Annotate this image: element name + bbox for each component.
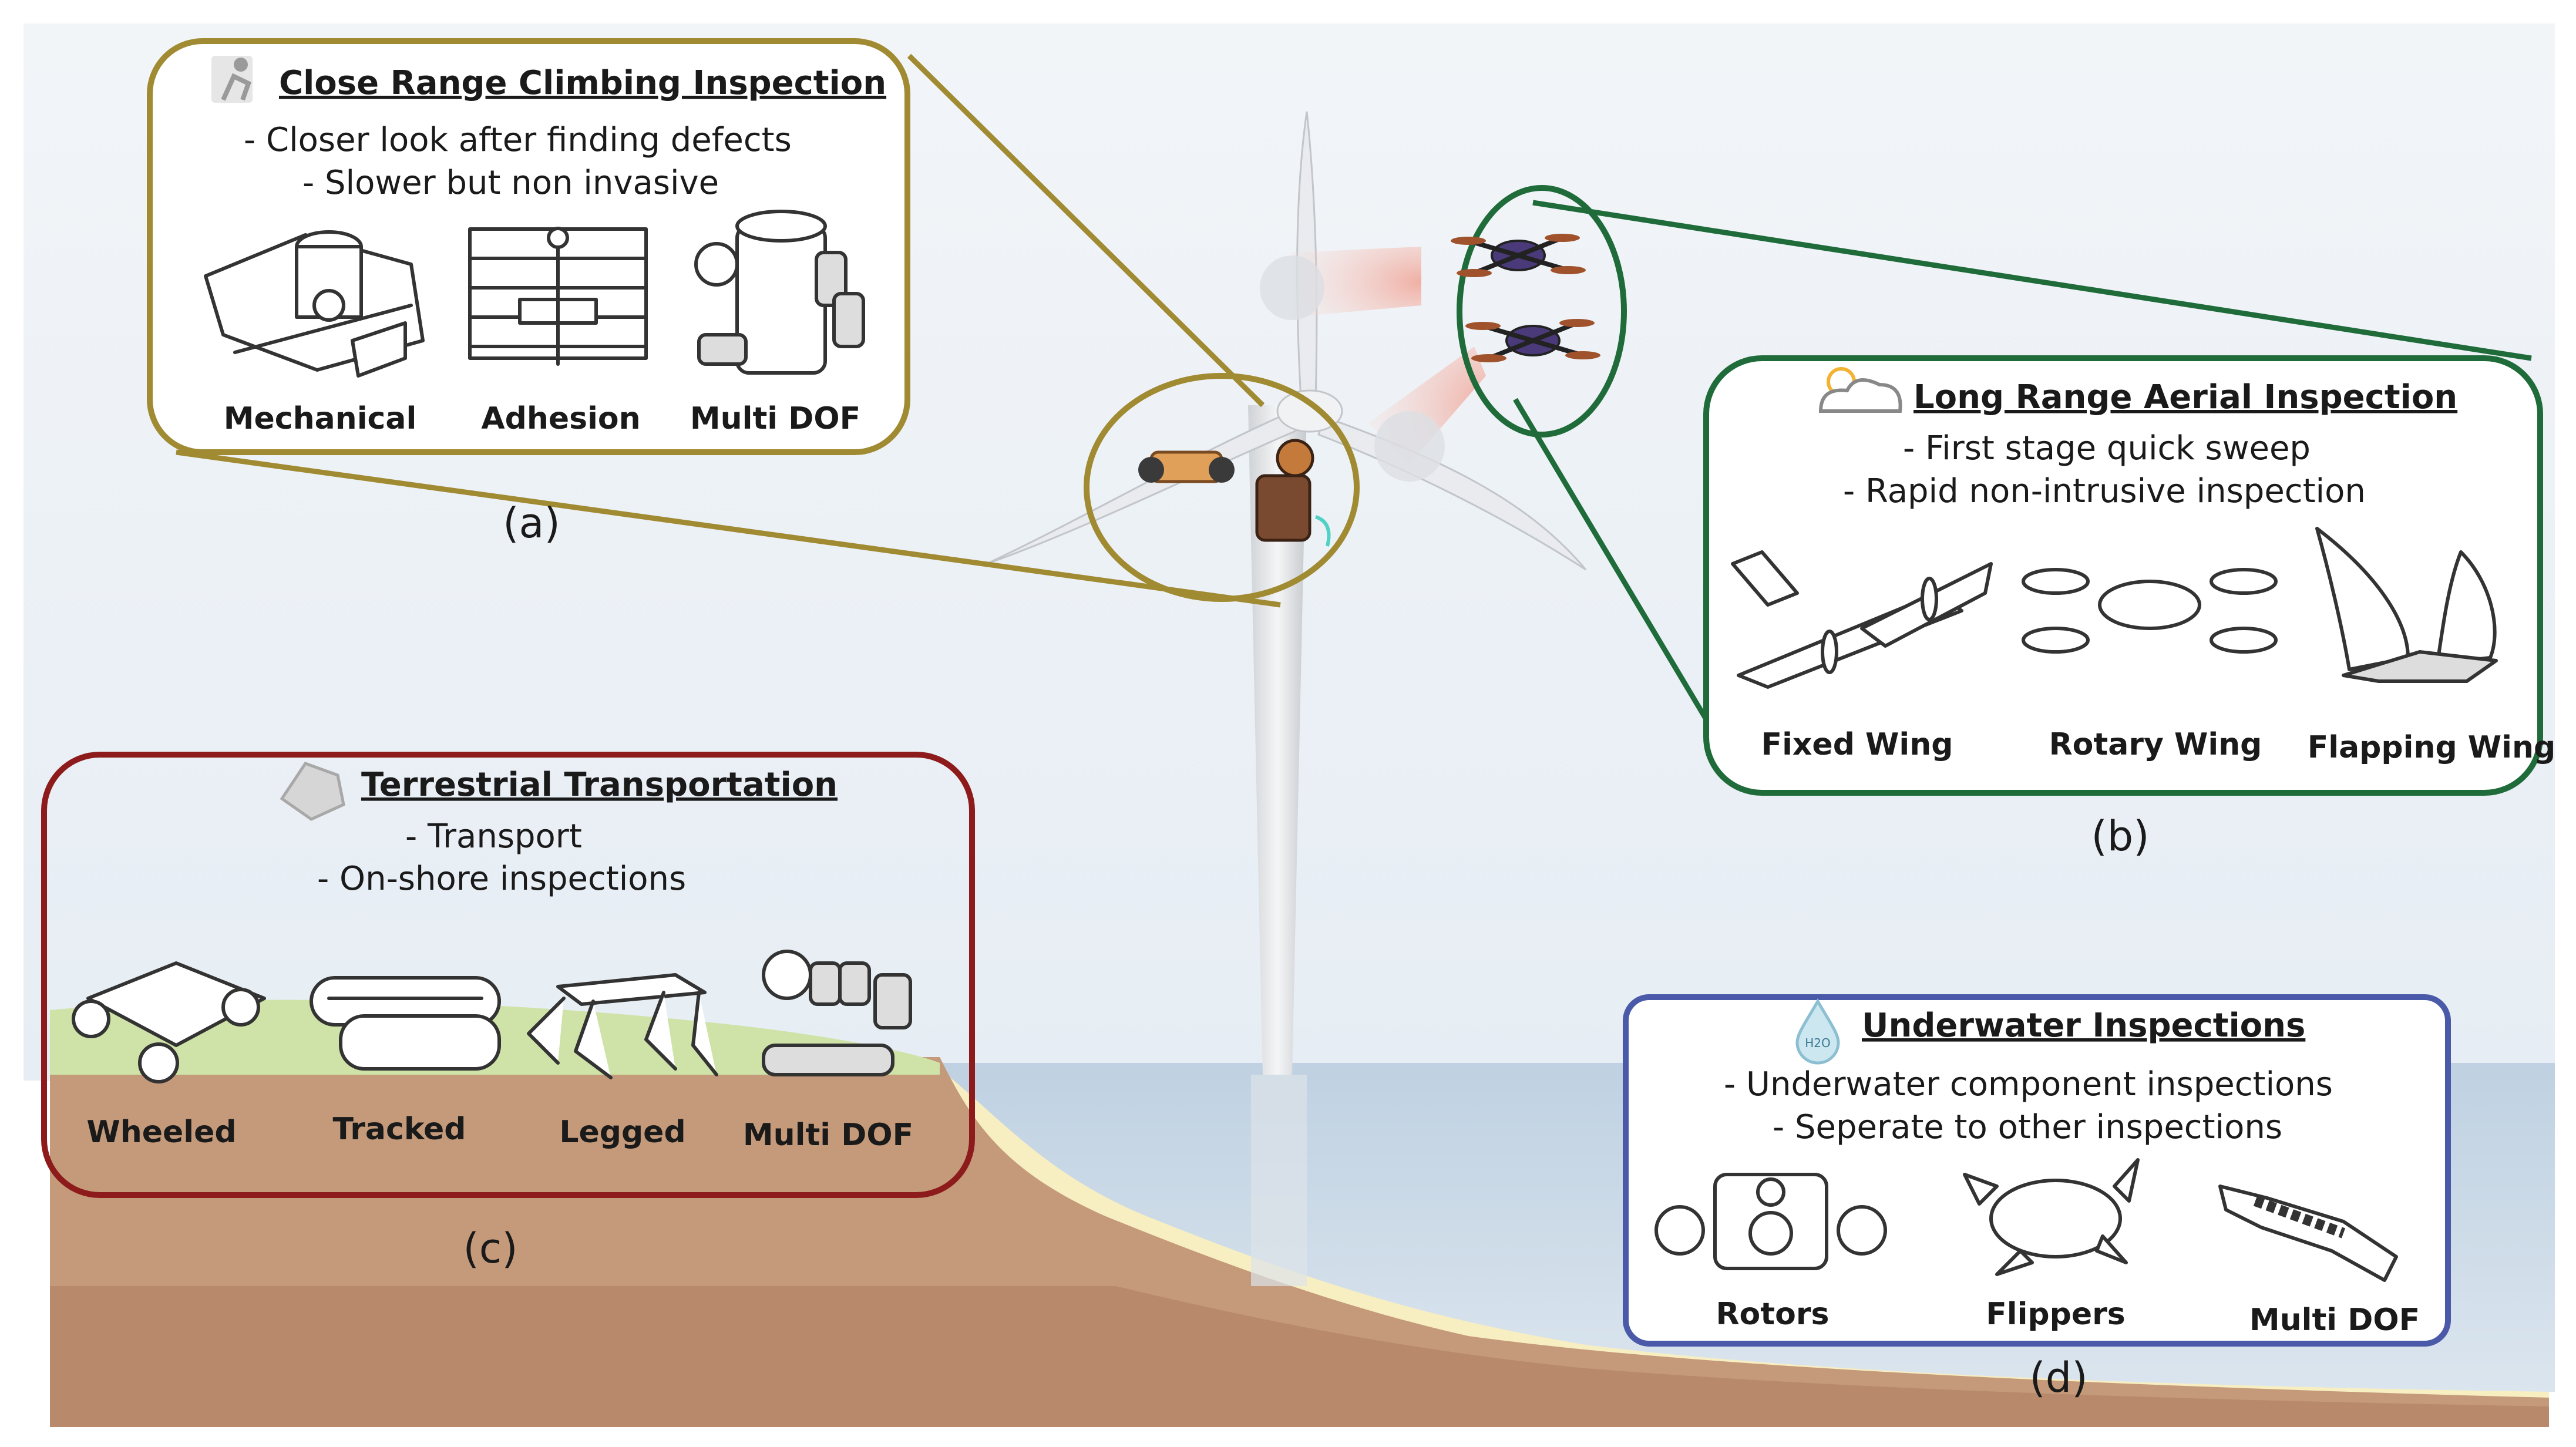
panel-aerial-title: Long Range Aerial Inspection xyxy=(1913,378,2457,416)
connector-a-bottom xyxy=(176,449,1281,608)
terrestrial-item-wheeled: Wheeled xyxy=(86,1115,236,1150)
wind-turbine xyxy=(986,111,1587,1286)
drone-beam-upper xyxy=(1292,247,1421,317)
flapping-wing-sketch xyxy=(2315,527,2498,683)
panel-aerial-frame xyxy=(1703,355,2543,796)
turbine-tower xyxy=(1248,405,1307,1075)
drone-upper xyxy=(1451,234,1586,277)
panel-underwater-frame xyxy=(1623,994,2451,1347)
panel-terrestrial-title: Terrestrial Transportation xyxy=(361,766,838,804)
multi-dof-climber-sketch xyxy=(694,210,865,375)
connector-a-top xyxy=(907,53,1265,408)
turbine-tower-base xyxy=(1251,1075,1307,1286)
water-drop-h2o-icon: H2O xyxy=(1795,998,1840,1065)
panel-underwater-bullet-1: - Underwater component inspections xyxy=(1724,1065,2333,1103)
aerial-item-rotary-wing: Rotary Wing xyxy=(2049,727,2262,762)
underwater-item-multi-dof: Multi DOF xyxy=(2249,1303,2420,1338)
close-range-item-mechanical: Mechanical xyxy=(224,401,417,436)
panel-close-range-title: Close Range Climbing Inspection xyxy=(279,64,886,102)
panel-close-range: Close Range Climbing Inspection - Closer… xyxy=(147,38,910,547)
panel-aerial-tag: (b) xyxy=(2091,812,2149,860)
close-range-item-multi-dof: Multi DOF xyxy=(690,401,860,436)
turbine-nacelle xyxy=(1276,389,1343,433)
rotary-wing-sketch xyxy=(2022,568,2278,654)
panel-close-range-bullet-1: - Closer look after finding defects xyxy=(244,121,792,159)
mechanical-climber-sketch xyxy=(204,230,425,378)
connector-b-bottom xyxy=(1513,398,1717,736)
underwater-item-flippers: Flippers xyxy=(1986,1297,2125,1332)
panel-terrestrial-bullet-1: - Transport xyxy=(405,817,582,856)
terrestrial-item-tracked: Tracked xyxy=(333,1112,466,1147)
multi-dof-underwater-robot-sketch xyxy=(2218,1184,2398,1282)
aerial-item-fixed-wing: Fixed Wing xyxy=(1761,727,1953,762)
aerial-item-flapping-wing: Flapping Wing xyxy=(2308,730,2555,765)
h2o-label: H2O xyxy=(1805,1036,1831,1050)
climbing-person-icon xyxy=(211,56,253,103)
panel-underwater-title: Underwater Inspections xyxy=(1862,1007,2305,1045)
panel-terrestrial-frame xyxy=(41,752,975,1198)
panel-aerial-bullet-1: - First stage quick sweep xyxy=(1903,429,2311,467)
close-range-item-adhesion: Adhesion xyxy=(481,401,640,436)
panel-close-range-bullet-2: - Slower but non invasive xyxy=(302,164,719,202)
legged-robot-sketch xyxy=(527,973,718,1079)
panel-terrestrial-bullet-2: - On-shore inspections xyxy=(317,860,686,898)
panel-terrestrial-tag: (c) xyxy=(463,1224,517,1273)
connector-b-top xyxy=(1532,200,2532,361)
adhesion-climber-sketch xyxy=(468,227,648,366)
connector-lines xyxy=(176,53,2532,736)
panel-terrestrial: Terrestrial Transportation - Transport -… xyxy=(41,752,975,1273)
wheeled-robot-sketch xyxy=(72,961,266,1083)
terrestrial-item-legged: Legged xyxy=(559,1115,685,1150)
multi-dof-ground-robot-sketch xyxy=(762,950,912,1076)
soil-lower-band xyxy=(50,1286,2549,1427)
panel-close-range-tag: (a) xyxy=(503,499,560,547)
tracked-robot-sketch xyxy=(310,976,501,1071)
panel-aerial-bullet-2: - Rapid non-intrusive inspection xyxy=(1843,472,2366,510)
drone-lower xyxy=(1465,319,1600,362)
panel-underwater-bullet-2: - Seperate to other inspections xyxy=(1773,1108,2282,1146)
climbing-robots-image xyxy=(1138,439,1331,547)
rock-icon xyxy=(280,761,345,821)
panel-underwater-tag: (d) xyxy=(2029,1354,2087,1402)
blade-inspection-spot-lower xyxy=(1374,411,1445,482)
zoom-circle-drones xyxy=(1457,185,1627,438)
blade-inspection-spot-upper xyxy=(1260,255,1324,320)
terrestrial-item-multi-dof: Multi DOF xyxy=(743,1118,913,1153)
flippers-robot-sketch xyxy=(1963,1158,2140,1276)
zoom-circle-climbing-robots xyxy=(1084,373,1360,602)
fixed-wing-sketch xyxy=(1731,550,1993,689)
weather-cloud-sun-icon xyxy=(1818,367,1902,413)
panel-aerial: Long Range Aerial Inspection - First sta… xyxy=(1703,355,2555,860)
underwater-item-rotors: Rotors xyxy=(1716,1297,1830,1332)
panel-underwater: H2O Underwater Inspections - Underwater … xyxy=(1623,994,2451,1402)
rotors-robot-sketch xyxy=(1654,1173,1887,1270)
